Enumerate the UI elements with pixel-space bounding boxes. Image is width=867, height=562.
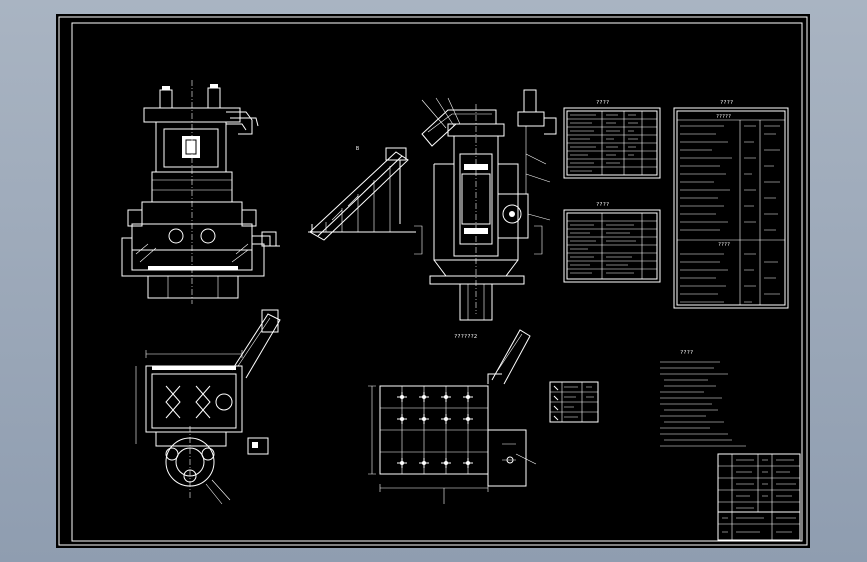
drawing-sheet[interactable]: B — [56, 14, 810, 548]
outer-frame — [58, 16, 808, 546]
bolt-legend — [549, 381, 599, 423]
foundation-plan-title: ??????2 — [454, 334, 477, 340]
view-label-b: B — [356, 146, 359, 152]
specification-table: ???? ????? ???? — [673, 100, 789, 309]
table2-title: ???? — [596, 202, 609, 208]
notes-title: ???? — [680, 350, 693, 356]
cad-drawing-canvas: B — [58, 16, 808, 546]
plan-view — [135, 309, 281, 505]
front-elevation-view — [121, 80, 280, 304]
foundation-plan: ??????2 — [368, 329, 537, 504]
section-view-with-conveyor: B — [308, 89, 557, 321]
table1-title: ???? — [596, 100, 609, 106]
inner-frame — [71, 22, 803, 542]
table3-title: ???? — [720, 100, 733, 106]
table3-mid-title: ???? — [718, 242, 730, 248]
parts-table-2: ???? — [563, 202, 661, 283]
parts-table-1: ???? — [563, 100, 661, 179]
technical-notes: ???? — [660, 350, 746, 447]
table3-subtitle: ????? — [716, 114, 731, 120]
title-block — [717, 453, 801, 541]
